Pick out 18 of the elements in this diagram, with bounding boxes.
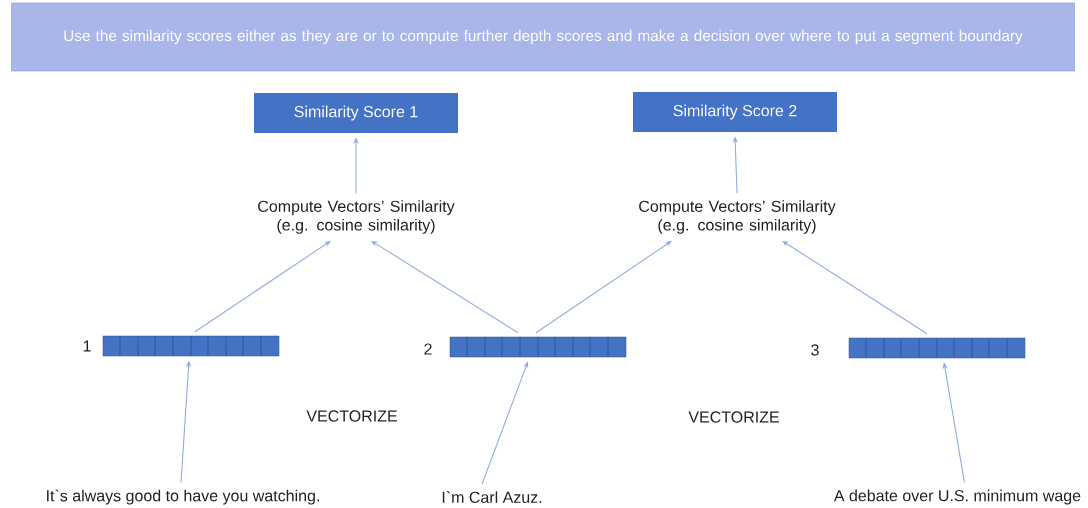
step-label: VECTORIZE bbox=[306, 410, 397, 422]
step-text: Compute Vectors’ Similarity (e.g. cosine similarity) bbox=[639, 200, 836, 234]
sentence-text: I`m Carl Azuz. bbox=[442, 491, 542, 503]
score-box: Similarity Score 1 bbox=[254, 93, 458, 133]
step-label: VECTORIZE bbox=[688, 411, 779, 423]
vector-bar bbox=[848, 337, 1026, 359]
index-number: 2 bbox=[424, 343, 432, 355]
index-number: 3 bbox=[811, 344, 819, 356]
vector-bar bbox=[449, 336, 627, 358]
arrow bbox=[782, 240, 928, 335]
banner-box: Use the similarity scores either as they are or to compute further depth scores and make a decision over where to put a segment boundary bbox=[11, 2, 1075, 72]
sentence-text: It`s always good to have you watching. bbox=[47, 489, 319, 505]
step-text: Compute Vectors’ Similarity (e.g. cosine similarity) bbox=[258, 200, 455, 234]
score-box: Similarity Score 2 bbox=[633, 92, 837, 132]
vector-bar bbox=[102, 335, 280, 357]
index-number: 1 bbox=[83, 340, 91, 352]
arrow bbox=[371, 240, 519, 334]
sentence-text: A debate over U.S. minimum wage bbox=[833, 489, 1081, 505]
